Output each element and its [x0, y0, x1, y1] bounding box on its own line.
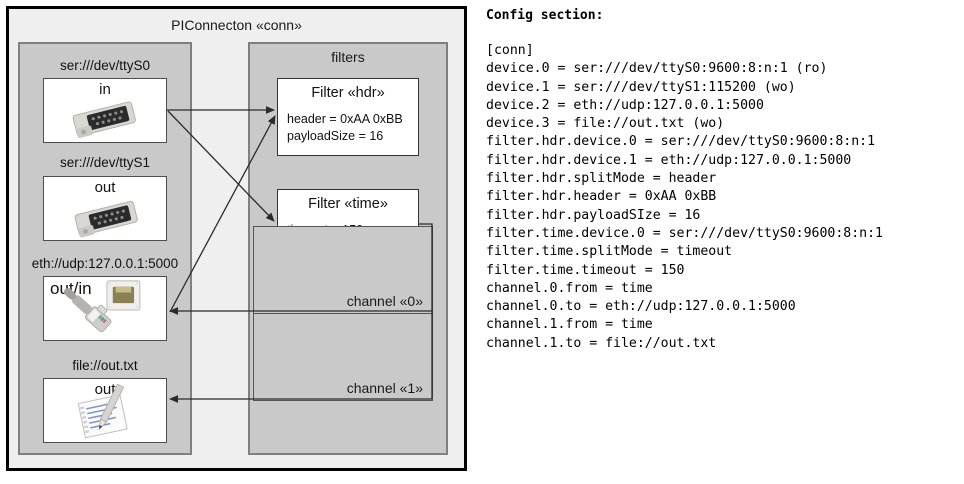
device-direction-label: out — [94, 381, 116, 398]
filter-card-hdr[interactable]: Filter «hdr» header = 0xAA 0xBB payloadS… — [277, 78, 419, 156]
channel-label: channel «0» — [346, 293, 423, 309]
channel-box-1[interactable]: channel «1» — [253, 313, 433, 401]
filter-attr: header = 0xAA 0xBB — [287, 112, 403, 126]
device-direction-label: in — [99, 81, 111, 98]
device-label-ttyS1: ser:///dev/ttyS1 — [59, 155, 151, 170]
device-card-ttyS1[interactable]: out — [43, 176, 167, 241]
device-direction-label: out/in — [50, 279, 92, 298]
config-section: Config section: [conn] device.0 = ser://… — [482, 0, 964, 484]
serial-port-icon — [74, 200, 138, 238]
device-label-file: file://out.txt — [72, 358, 138, 373]
device-label-ttyS0: ser:///dev/ttyS0 — [59, 58, 151, 73]
device-label-eth: eth://udp:127.0.0.1:5000 — [31, 256, 179, 271]
text-file-icon — [77, 383, 128, 439]
channel-label: channel «1» — [346, 380, 423, 396]
device-card-file[interactable]: out — [43, 378, 167, 443]
device-card-ttyS0[interactable]: in — [43, 78, 167, 143]
channel-box-0[interactable]: channel «0» — [253, 226, 433, 314]
serial-port-icon — [72, 101, 136, 139]
config-heading: Config section: — [486, 8, 604, 23]
filter-attributes: header = 0xAA 0xBB payloadSize = 16 — [287, 111, 403, 145]
filter-title: Filter «time» — [308, 196, 388, 212]
architecture-diagram: PIConnecton «conn» ser:///dev/ttyS0 in — [0, 0, 478, 484]
config-text: [conn] device.0 = ser:///dev/ttyS0:9600:… — [486, 43, 883, 351]
device-direction-label: out — [94, 179, 116, 196]
device-card-eth[interactable]: out/in — [43, 276, 167, 341]
filter-title: Filter «hdr» — [311, 85, 385, 101]
page-title: PIConnecton «conn» — [171, 17, 302, 33]
ethernet-jack-icon — [64, 280, 141, 333]
filters-panel-title: filters — [331, 49, 365, 65]
filter-attr: payloadSize = 16 — [287, 129, 384, 143]
